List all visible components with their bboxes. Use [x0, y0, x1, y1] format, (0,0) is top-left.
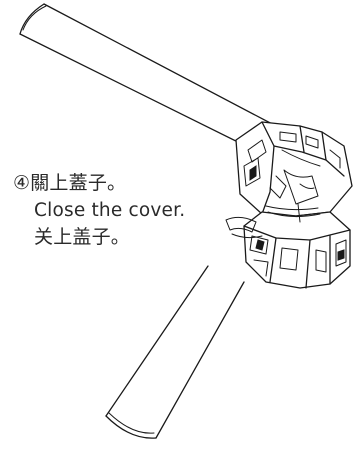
instruction-caption: ④關上蓋子。 Close the cover. 关上盖子。 — [13, 170, 185, 251]
step-number-marker: ④ — [13, 172, 31, 194]
caption-line-traditional: ④關上蓋子。 — [13, 170, 185, 197]
traditional-chinese-text: 關上蓋子。 — [30, 172, 127, 194]
caption-line-simplified: 关上盖子。 — [34, 226, 131, 248]
lower-cable — [105, 265, 245, 439]
upper-connector-housing — [235, 121, 353, 217]
lower-connector-housing — [225, 211, 351, 289]
caption-line-english: Close the cover. — [34, 200, 186, 221]
hinge-joint — [265, 203, 321, 223]
upper-cable — [19, 3, 277, 153]
